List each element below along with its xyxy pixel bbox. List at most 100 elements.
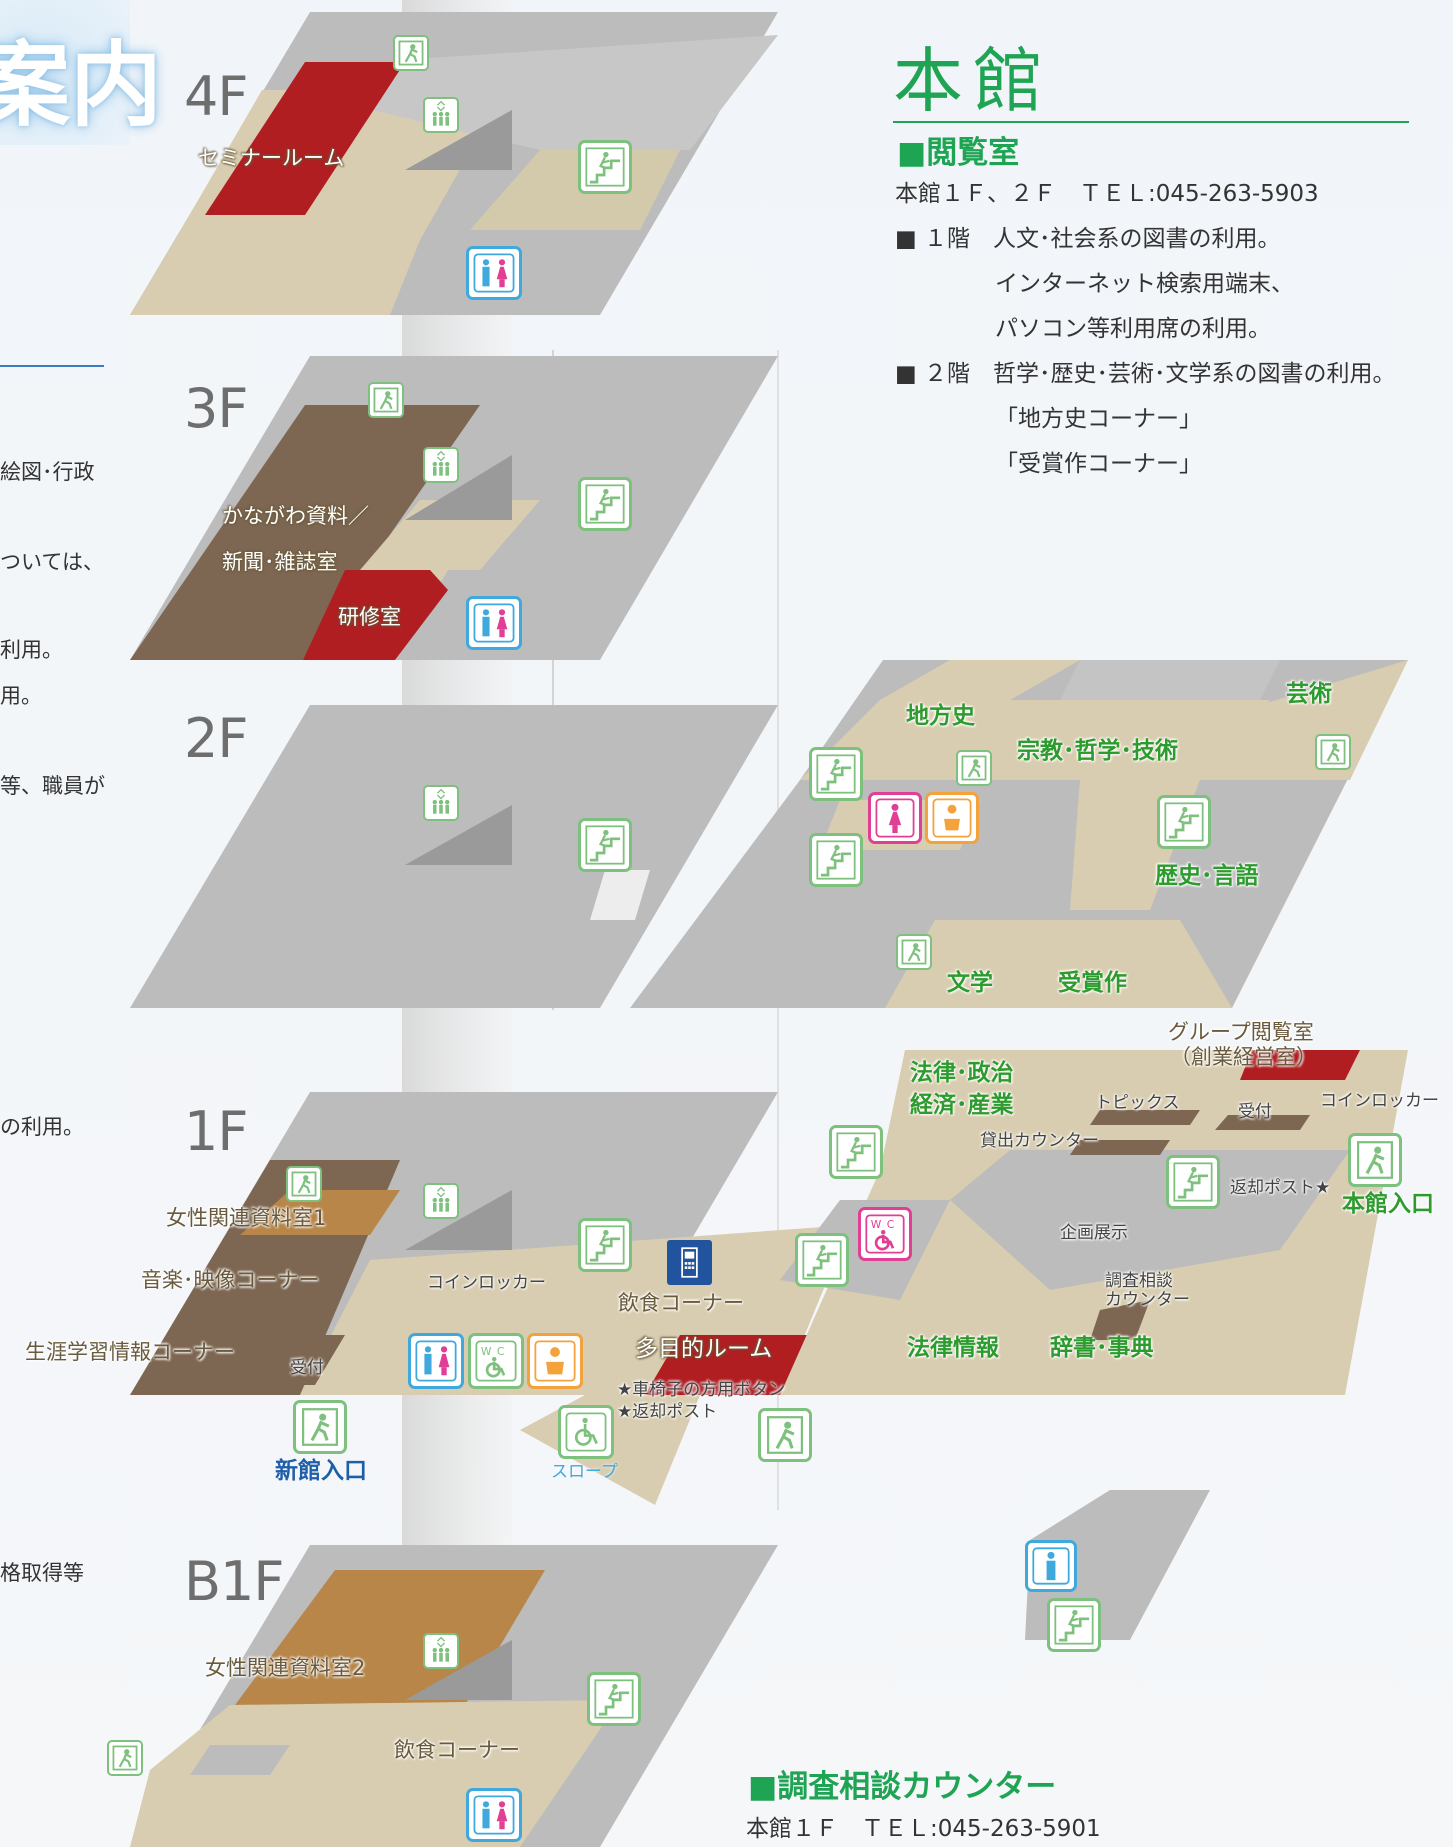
label-law-info: 法律情報 bbox=[907, 1335, 999, 1361]
label-group-room-2: （創業経営室） bbox=[1170, 1045, 1317, 1069]
floor-label-1f: 1F bbox=[184, 1100, 248, 1163]
elevator-icon bbox=[423, 1183, 459, 1219]
reading-room-f2-line1: ■ ２階 哲学･歴史･芸術･文学系の図書の利用。 bbox=[895, 361, 1396, 387]
baby-care-icon bbox=[527, 1333, 583, 1389]
restroom-icon bbox=[408, 1333, 464, 1389]
svg-text:C: C bbox=[497, 1345, 504, 1358]
room-women1 bbox=[240, 1190, 400, 1235]
label-eating-1f: 飲食コーナー bbox=[618, 1291, 744, 1315]
label-law-politics: 法律･政治 bbox=[910, 1060, 1014, 1086]
label-main-entrance[interactable]: 本館入口 bbox=[1342, 1191, 1434, 1217]
label-consult-1: 調査相談 bbox=[1105, 1271, 1173, 1291]
corner-decoration bbox=[0, 0, 130, 145]
title-rule bbox=[893, 121, 1409, 123]
reading-room-f2-line3: 「受賞作コーナー」 bbox=[995, 451, 1202, 477]
stairs-icon bbox=[1157, 795, 1211, 849]
svg-text:C: C bbox=[887, 1218, 894, 1231]
label-religion: 宗教･哲学･技術 bbox=[1017, 738, 1178, 764]
left-text-4: 用。 bbox=[0, 684, 42, 708]
womens-restroom-icon bbox=[868, 792, 922, 844]
emergency-exit-icon bbox=[368, 382, 404, 418]
emergency-exit-icon bbox=[393, 35, 429, 71]
label-music: 音楽･映像コーナー bbox=[141, 1268, 320, 1292]
building-title: 本館 bbox=[893, 40, 1053, 122]
label-group-room-1: グループ閲覧室 bbox=[1168, 1020, 1314, 1044]
label-slope: スロープ bbox=[551, 1462, 618, 1482]
mens-restroom-icon bbox=[1025, 1540, 1077, 1592]
label-award: 受賞作 bbox=[1058, 970, 1127, 996]
floor-label-b1f: B1F bbox=[184, 1550, 284, 1613]
emergency-exit-icon bbox=[758, 1408, 812, 1462]
reading-room-contact: 本館１Ｆ、２Ｆ ＴＥＬ:045-263-5903 bbox=[895, 181, 1319, 207]
room-group bbox=[1240, 1050, 1360, 1080]
corner-title: 案内 bbox=[0, 32, 163, 139]
label-locker-new: コインロッカー bbox=[427, 1273, 546, 1293]
floor-3f bbox=[130, 356, 778, 660]
public-phone-icon bbox=[667, 1240, 712, 1285]
elevator-icon bbox=[423, 97, 459, 133]
elevator-icon bbox=[423, 1633, 459, 1669]
stairs-icon bbox=[1047, 1598, 1101, 1652]
stairs-icon bbox=[578, 140, 632, 194]
left-text-1: 絵図･行政 bbox=[0, 460, 95, 484]
stairs-icon bbox=[578, 477, 632, 531]
svg-text:W: W bbox=[481, 1345, 492, 1358]
stairs-icon bbox=[795, 1233, 849, 1287]
label-consult-2: カウンター bbox=[1105, 1290, 1190, 1310]
label-locker-main: コインロッカー bbox=[1320, 1091, 1439, 1111]
restroom-icon bbox=[466, 1788, 522, 1842]
reading-room-f1-line2: インターネット検索用端末、 bbox=[995, 271, 1294, 297]
label-multipurpose: 多目的ルーム bbox=[635, 1336, 773, 1362]
stairs-icon bbox=[578, 1218, 632, 1272]
left-text-3: 利用。 bbox=[0, 638, 63, 662]
reading-room-f1-line3: パソコン等利用席の利用。 bbox=[995, 316, 1271, 342]
reading-room-f1-line1: ■ １階 人文･社会系の図書の利用。 bbox=[895, 226, 1281, 252]
label-women1: 女性関連資料室1 bbox=[166, 1206, 327, 1230]
label-economy: 経済･産業 bbox=[910, 1092, 1014, 1118]
left-text-6: の利用。 bbox=[0, 1115, 84, 1139]
label-seminar: セミナールーム bbox=[198, 146, 345, 170]
label-exhibition: 企画展示 bbox=[1060, 1223, 1128, 1243]
left-text-2: ついては、 bbox=[0, 550, 104, 574]
stairs-icon bbox=[809, 833, 863, 887]
stairs-icon bbox=[1166, 1155, 1220, 1209]
stairs-icon bbox=[809, 747, 863, 801]
left-text-7: 格取得等 bbox=[0, 1561, 84, 1585]
room-multipurpose bbox=[645, 1335, 820, 1395]
emergency-exit-icon bbox=[956, 750, 992, 786]
label-art: 芸術 bbox=[1286, 681, 1332, 707]
label-local-history: 地方史 bbox=[906, 703, 975, 729]
stairs-icon bbox=[587, 1672, 641, 1726]
label-lending: 貸出カウンター bbox=[980, 1131, 1099, 1151]
label-topics: トピックス bbox=[1095, 1093, 1180, 1113]
floor-1f-main bbox=[780, 1050, 1408, 1395]
elevator-icon bbox=[423, 447, 459, 483]
room-kanagawa bbox=[130, 405, 480, 660]
label-wheelchair-button: ★車椅子の方用ボタン bbox=[617, 1380, 786, 1400]
label-reception-new: 受付 bbox=[290, 1358, 324, 1378]
emergency-exit-icon bbox=[286, 1166, 322, 1202]
label-kanagawa-1: かながわ資料／ bbox=[222, 504, 369, 528]
floor-label-4f: 4F bbox=[184, 65, 248, 128]
label-return-post-new: ★返却ポスト bbox=[617, 1402, 718, 1422]
label-history: 歴史･言語 bbox=[1155, 863, 1259, 889]
restroom-icon bbox=[466, 246, 522, 300]
emergency-exit-icon bbox=[896, 934, 932, 970]
reference-counter-heading: ■調査相談カウンター bbox=[748, 1769, 1057, 1805]
label-training: 研修室 bbox=[338, 605, 401, 629]
label-eating-b1: 飲食コーナー bbox=[394, 1738, 520, 1762]
wheelchair-slope-icon bbox=[558, 1405, 614, 1459]
label-kanagawa-2: 新聞･雑誌室 bbox=[222, 550, 338, 574]
stairs-icon bbox=[578, 818, 632, 872]
label-dictionary: 辞書･事典 bbox=[1050, 1335, 1154, 1361]
left-section-rule bbox=[0, 365, 104, 367]
restroom-icon bbox=[466, 596, 522, 650]
emergency-exit-icon bbox=[107, 1740, 143, 1776]
label-new-entrance[interactable]: 新館入口 bbox=[275, 1458, 367, 1484]
baby-care-icon bbox=[925, 792, 979, 844]
stairs-icon bbox=[829, 1125, 883, 1179]
label-reception-main: 受付 bbox=[1238, 1102, 1272, 1122]
label-lifelong: 生涯学習情報コーナー bbox=[25, 1340, 235, 1364]
